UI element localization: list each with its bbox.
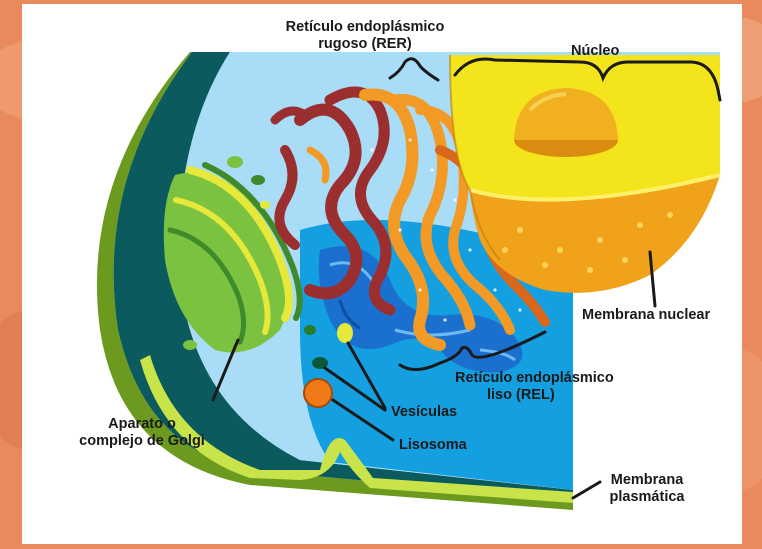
plasma-membrane-pointer xyxy=(573,482,600,498)
label-rel-line2: liso (REL) xyxy=(455,387,665,404)
label-plasma-membrane-line2: plasmática xyxy=(597,489,697,506)
label-rer-line1: Retículo endoplásmico xyxy=(270,19,460,36)
label-golgi: Aparato o complejo de Golgi xyxy=(52,416,232,450)
label-rel: Retículo endoplásmico liso (REL) xyxy=(455,370,665,404)
label-nucleus: Núcleo xyxy=(571,43,619,60)
lysosome xyxy=(304,379,332,407)
label-plasma-membrane: Membrana plasmática xyxy=(597,472,697,506)
label-golgi-line2: complejo de Golgi xyxy=(52,433,232,450)
label-lysosome: Lisosoma xyxy=(399,437,467,454)
label-rel-line1: Retículo endoplásmico xyxy=(455,370,665,387)
label-rer: Retículo endoplásmico rugoso (RER) xyxy=(270,19,460,53)
label-golgi-line1: Aparato o xyxy=(52,416,232,433)
label-rer-line2: rugoso (RER) xyxy=(270,36,460,53)
label-nuclear-membrane: Membrana nuclear xyxy=(582,307,710,324)
label-vesicles: Vesículas xyxy=(391,404,457,421)
vesicle-yellow xyxy=(337,323,353,343)
label-plasma-membrane-line1: Membrana xyxy=(597,472,697,489)
nucleus xyxy=(450,55,720,293)
